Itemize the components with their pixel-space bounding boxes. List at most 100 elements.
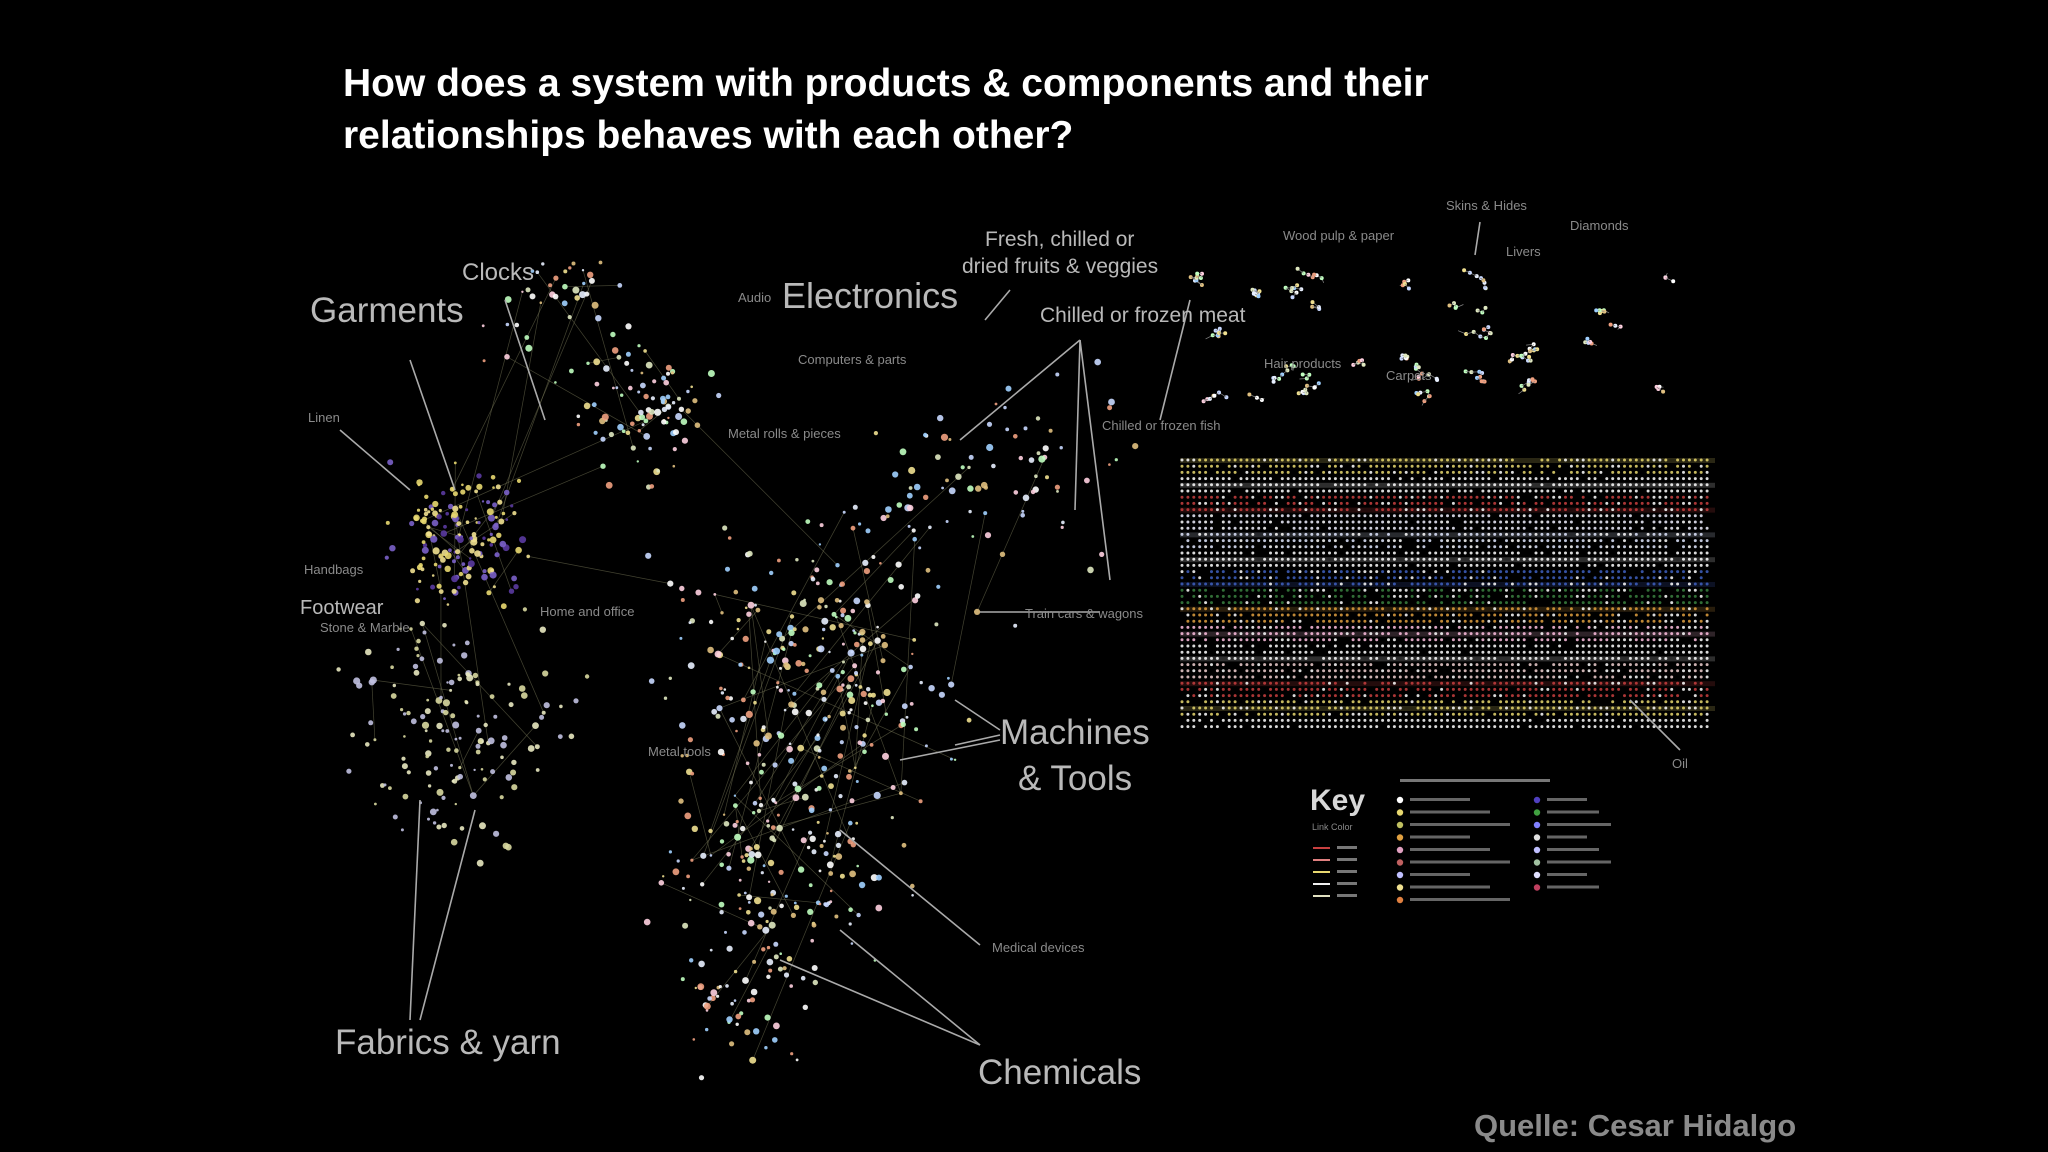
grid-node bbox=[1180, 607, 1184, 611]
grid-node bbox=[1569, 687, 1573, 691]
grid-node bbox=[1640, 644, 1644, 648]
grid-node bbox=[1617, 458, 1621, 462]
grid-node bbox=[1510, 694, 1514, 698]
grid-node bbox=[1634, 539, 1638, 543]
grid-node bbox=[1481, 588, 1485, 592]
grid-node bbox=[1416, 663, 1420, 667]
grid-node bbox=[1215, 539, 1219, 543]
grid-node bbox=[1428, 687, 1432, 691]
grid-node bbox=[1510, 601, 1514, 605]
grid-node bbox=[1575, 470, 1579, 474]
grid-node bbox=[1274, 663, 1278, 667]
network-node bbox=[735, 1022, 739, 1026]
network-node bbox=[582, 281, 586, 286]
grid-node bbox=[1534, 700, 1538, 704]
grid-node bbox=[1339, 458, 1343, 462]
grid-node bbox=[1605, 718, 1609, 722]
grid-node bbox=[1227, 669, 1231, 673]
grid-node bbox=[1381, 712, 1385, 716]
grid-node bbox=[1617, 613, 1621, 617]
network-node bbox=[840, 670, 845, 675]
network-node bbox=[829, 624, 836, 631]
grid-node bbox=[1304, 663, 1308, 667]
grid-node bbox=[1569, 594, 1573, 598]
grid-node bbox=[1398, 594, 1402, 598]
grid-node bbox=[1251, 619, 1255, 623]
grid-node bbox=[1192, 458, 1196, 462]
grid-node bbox=[1516, 539, 1520, 543]
grid-node bbox=[1345, 557, 1349, 561]
grid-node bbox=[1705, 638, 1709, 642]
grid-node bbox=[1251, 694, 1255, 698]
grid-node bbox=[1693, 663, 1697, 667]
grid-node bbox=[1487, 613, 1491, 617]
network-node bbox=[680, 418, 688, 426]
grid-node bbox=[1269, 706, 1272, 710]
grid-node bbox=[1581, 501, 1585, 505]
grid-node bbox=[1328, 656, 1331, 660]
grid-node bbox=[1652, 539, 1656, 543]
grid-node bbox=[1670, 650, 1674, 654]
grid-node bbox=[1540, 477, 1544, 481]
grid-node bbox=[1292, 687, 1296, 691]
network-node bbox=[548, 283, 553, 288]
grid-node bbox=[1375, 563, 1379, 567]
network-node bbox=[605, 481, 613, 489]
network-node bbox=[909, 702, 914, 706]
grid-node bbox=[1493, 495, 1497, 499]
grid-node bbox=[1558, 582, 1562, 586]
grid-node bbox=[1558, 594, 1562, 598]
grid-node bbox=[1416, 526, 1420, 530]
grid-node bbox=[1499, 464, 1503, 468]
grid-node bbox=[1593, 501, 1597, 505]
grid-node bbox=[1269, 570, 1272, 574]
grid-node bbox=[1652, 582, 1656, 586]
grid-node bbox=[1534, 694, 1538, 698]
grid-node bbox=[1593, 576, 1597, 580]
grid-node bbox=[1351, 526, 1355, 530]
grid-node bbox=[1274, 570, 1278, 574]
grid-node bbox=[1233, 514, 1237, 518]
grid-node bbox=[1522, 532, 1526, 536]
grid-node bbox=[1410, 663, 1414, 667]
grid-node bbox=[1664, 694, 1668, 698]
network-node bbox=[675, 413, 683, 420]
grid-node bbox=[1493, 632, 1497, 636]
grid-node bbox=[1569, 663, 1573, 667]
grid-node bbox=[1446, 656, 1449, 660]
grid-node bbox=[1215, 470, 1219, 474]
grid-node bbox=[1528, 663, 1532, 667]
grid-node bbox=[1605, 681, 1609, 685]
grid-node bbox=[1493, 675, 1497, 679]
network-node bbox=[761, 725, 766, 730]
grid-node bbox=[1292, 588, 1296, 592]
grid-node bbox=[1239, 613, 1243, 617]
grid-node bbox=[1233, 563, 1237, 567]
network-node bbox=[790, 1052, 794, 1056]
grid-node bbox=[1215, 638, 1219, 642]
grid-node bbox=[1239, 501, 1243, 505]
grid-node bbox=[1210, 551, 1213, 555]
grid-node bbox=[1251, 613, 1255, 617]
network-node bbox=[924, 744, 928, 748]
grid-node bbox=[1333, 458, 1337, 462]
grid-node bbox=[1410, 712, 1414, 716]
grid-node bbox=[1440, 619, 1444, 623]
grid-node bbox=[1505, 613, 1508, 617]
grid-node bbox=[1457, 601, 1461, 605]
grid-node bbox=[1664, 508, 1668, 512]
grid-node bbox=[1552, 607, 1556, 611]
grid-node bbox=[1304, 601, 1308, 605]
grid-node bbox=[1416, 563, 1420, 567]
grid-node bbox=[1534, 669, 1538, 673]
network-node bbox=[689, 898, 692, 902]
network-node bbox=[658, 880, 665, 886]
network-node bbox=[612, 386, 615, 390]
network-node bbox=[880, 698, 886, 704]
network-link bbox=[763, 686, 850, 866]
grid-node bbox=[1257, 706, 1261, 710]
grid-node bbox=[1664, 501, 1668, 505]
grid-node bbox=[1292, 532, 1296, 536]
island-node bbox=[1526, 382, 1531, 387]
grid-node bbox=[1227, 532, 1231, 536]
